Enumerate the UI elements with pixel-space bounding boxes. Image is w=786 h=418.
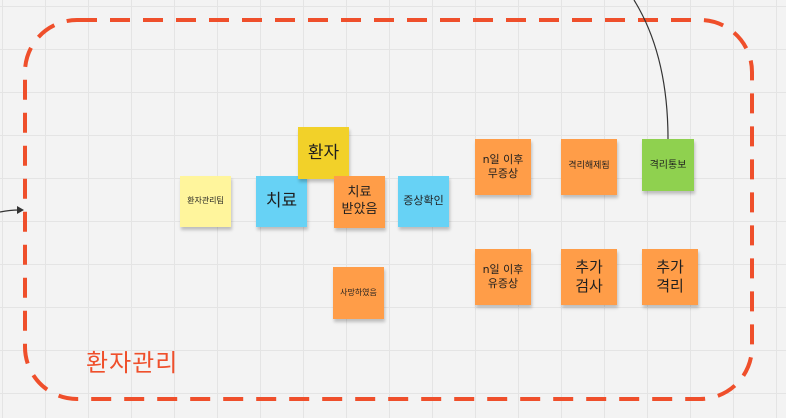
sticky-note-asymptomatic-after-n-days[interactable]: n일 이후 무증상 [475,139,531,195]
sticky-note-patient-manage-team[interactable]: 환자관리팀 [180,176,231,227]
sticky-note-patient[interactable]: 환자 [298,127,349,179]
sticky-note-additional-test[interactable]: 추가 검사 [561,249,617,305]
sticky-note-isolation-notice[interactable]: 격리통보 [642,139,694,191]
frame-title: 환자관리 [86,349,179,377]
sticky-note-released-from-isolation[interactable]: 격리해제됨 [561,139,617,195]
connector-left-incoming [0,209,20,213]
sticky-note-symptom-check[interactable]: 증상확인 [398,176,449,227]
sticky-note-symptomatic-after-n-days[interactable]: n일 이후 유증상 [475,249,531,305]
sticky-note-additional-isolation[interactable]: 추가 격리 [642,249,698,305]
sticky-note-treated[interactable]: 치료 받았음 [334,176,385,228]
connector-top-to-isolation-notice [633,0,669,140]
connector-arrowhead [17,206,24,214]
sticky-note-deceased[interactable]: 사망하였음 [333,267,384,319]
sticky-note-treatment[interactable]: 치료 [256,176,307,227]
